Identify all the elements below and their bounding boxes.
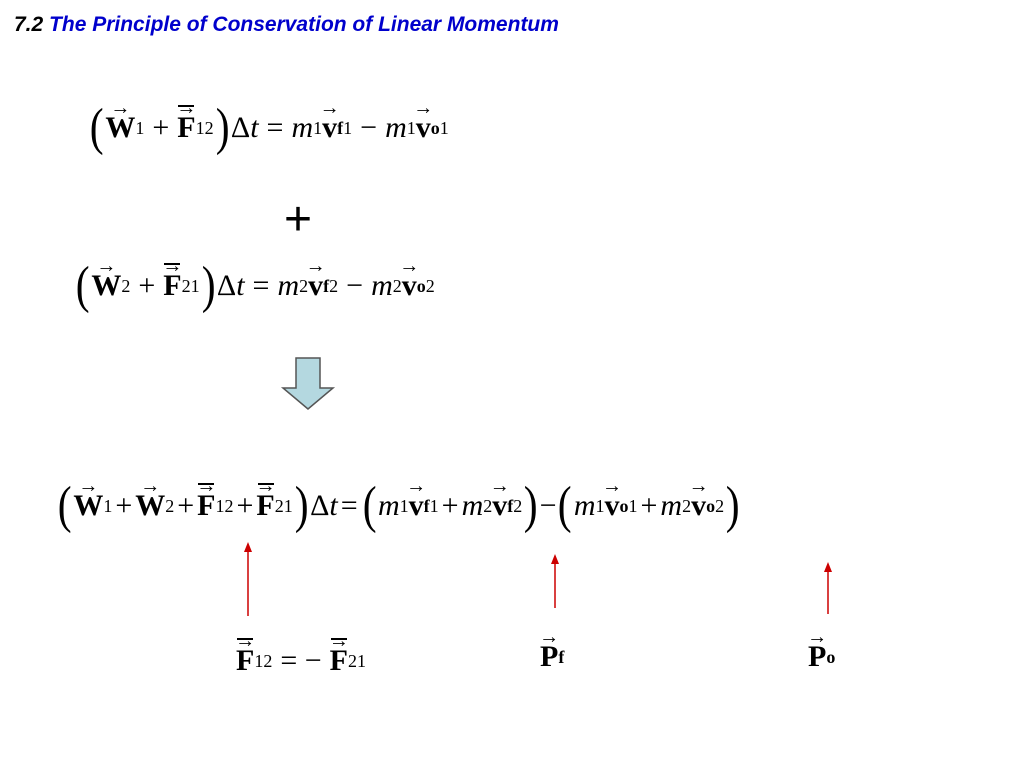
- vector-F21: F: [256, 483, 275, 521]
- symbol-Po: Po: [808, 642, 835, 672]
- pointer-arrow-icon: [551, 554, 559, 608]
- vector-vf1: v: [322, 113, 337, 143]
- slide-title: 7.2 The Principle of Conservation of Lin…: [14, 13, 559, 37]
- vector-W1: W: [105, 113, 135, 143]
- vector-F21: F: [163, 263, 182, 301]
- title-number: 7.2: [14, 13, 44, 36]
- delta-t: Δt: [230, 111, 259, 144]
- vector-vo2: v: [402, 271, 417, 301]
- delta-t: Δt: [216, 269, 245, 302]
- delta-t: Δt: [310, 489, 338, 522]
- vector-W2: W: [135, 491, 165, 521]
- vector-F12: F: [197, 483, 216, 521]
- vector-F12: F: [177, 105, 196, 143]
- equation-body-2: ( W2 + F21 ) Δt = m2 vf2 − m2 vo2: [74, 260, 435, 312]
- title-text: The Principle of Conservation of Linear …: [49, 13, 559, 36]
- equation-f12-equals-minus-f21: F12 = − F21: [236, 638, 366, 676]
- vector-vf2: v: [308, 271, 323, 301]
- plus-sign: +: [284, 193, 313, 246]
- vector-W1: W: [73, 491, 103, 521]
- pointer-arrow-icon: [244, 542, 252, 616]
- vector-W2: W: [91, 271, 121, 301]
- vector-vo1: v: [416, 113, 431, 143]
- pointer-arrow-icon: [824, 562, 832, 614]
- symbol-Pf: Pf: [540, 642, 564, 672]
- down-arrow-icon: [280, 357, 336, 410]
- equation-combined: ( W1 + W2 + F12 + F21 ) Δt = ( m1 vf1 + …: [56, 480, 741, 532]
- equation-body-1: ( W1 + F12 ) Δt = m1 vf1 − m1 vo1: [88, 102, 449, 154]
